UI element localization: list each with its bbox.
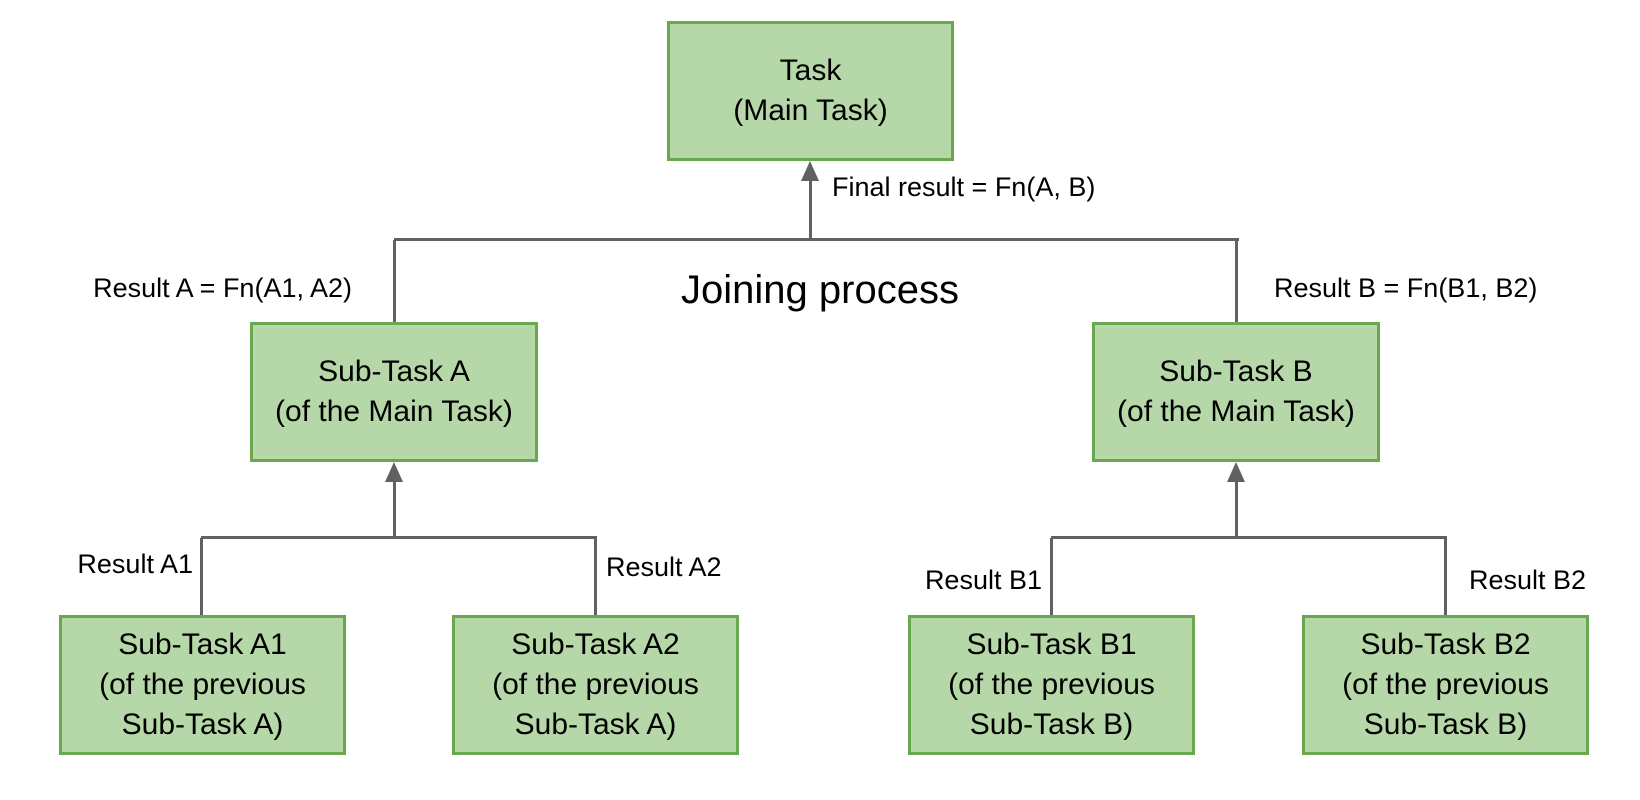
node-sub-task-a2: Sub-Task A2 (of the previous Sub-Task A)	[452, 615, 739, 755]
result-b-label: Result B = Fn(B1, B2)	[1274, 273, 1538, 303]
connector-horizontal-top	[394, 238, 1239, 241]
connector-vertical-subtask-b2-top	[1444, 538, 1447, 615]
node-sub-task-a1-line3: Sub-Task A)	[121, 708, 284, 741]
node-sub-task-b2-line3: Sub-Task B)	[1363, 708, 1528, 741]
node-sub-task-a1: Sub-Task A1 (of the previous Sub-Task A)	[59, 615, 346, 755]
node-sub-task-a1-line1: Sub-Task A1	[118, 628, 287, 661]
node-sub-task-b1-line2: (of the previous	[948, 668, 1155, 701]
node-sub-task-a2-line3: Sub-Task A)	[514, 708, 677, 741]
arrow-up-icon	[385, 462, 403, 482]
result-b1-label: Result B1	[924, 565, 1042, 595]
arrow-up-icon	[801, 161, 819, 181]
arrow-up-icon	[1227, 462, 1245, 482]
node-sub-task-b2: Sub-Task B2 (of the previous Sub-Task B)	[1302, 615, 1589, 755]
arrow-line-to-task	[809, 180, 812, 240]
node-task: Task (Main Task)	[667, 21, 954, 161]
node-sub-task-b2-line1: Sub-Task B2	[1360, 628, 1531, 661]
result-b2-label: Result B2	[1469, 565, 1587, 595]
connector-vertical-subtask-a-top	[393, 240, 396, 322]
node-sub-task-b2-line2: (of the previous	[1342, 668, 1549, 701]
node-sub-task-b: Sub-Task B (of the Main Task)	[1092, 322, 1380, 462]
node-task-line2: (Main Task)	[733, 94, 888, 127]
node-sub-task-a: Sub-Task A (of the Main Task)	[250, 322, 538, 462]
connector-horizontal-right	[1051, 536, 1447, 539]
node-sub-task-b1-line1: Sub-Task B1	[966, 628, 1137, 661]
node-sub-task-b1-line3: Sub-Task B)	[969, 708, 1134, 741]
connector-vertical-subtask-a1-top	[200, 538, 203, 615]
joining-process-label: Joining process	[681, 268, 959, 312]
node-task-line1: Task	[779, 54, 842, 87]
arrow-line-to-subtask-a	[393, 480, 396, 538]
arrow-line-to-subtask-b	[1235, 480, 1238, 538]
final-result-label: Final result = Fn(A, B)	[832, 172, 1096, 202]
connector-vertical-subtask-a2-top	[594, 538, 597, 615]
result-a-label: Result A = Fn(A1, A2)	[93, 273, 352, 303]
connector-vertical-subtask-b1-top	[1050, 538, 1053, 615]
result-a1-label: Result A1	[77, 549, 193, 579]
node-sub-task-a-line1: Sub-Task A	[318, 355, 470, 388]
node-sub-task-a2-line2: (of the previous	[492, 668, 699, 701]
connector-horizontal-left	[201, 536, 597, 539]
node-sub-task-a1-line2: (of the previous	[99, 668, 306, 701]
connector-vertical-subtask-b-top	[1235, 240, 1238, 322]
node-sub-task-b-line1: Sub-Task B	[1159, 355, 1313, 388]
node-sub-task-b-line2: (of the Main Task)	[1117, 395, 1355, 428]
result-a2-label: Result A2	[606, 552, 722, 582]
node-sub-task-a-line2: (of the Main Task)	[275, 395, 513, 428]
node-sub-task-a2-line1: Sub-Task A2	[511, 628, 680, 661]
node-sub-task-b1: Sub-Task B1 (of the previous Sub-Task B)	[908, 615, 1195, 755]
